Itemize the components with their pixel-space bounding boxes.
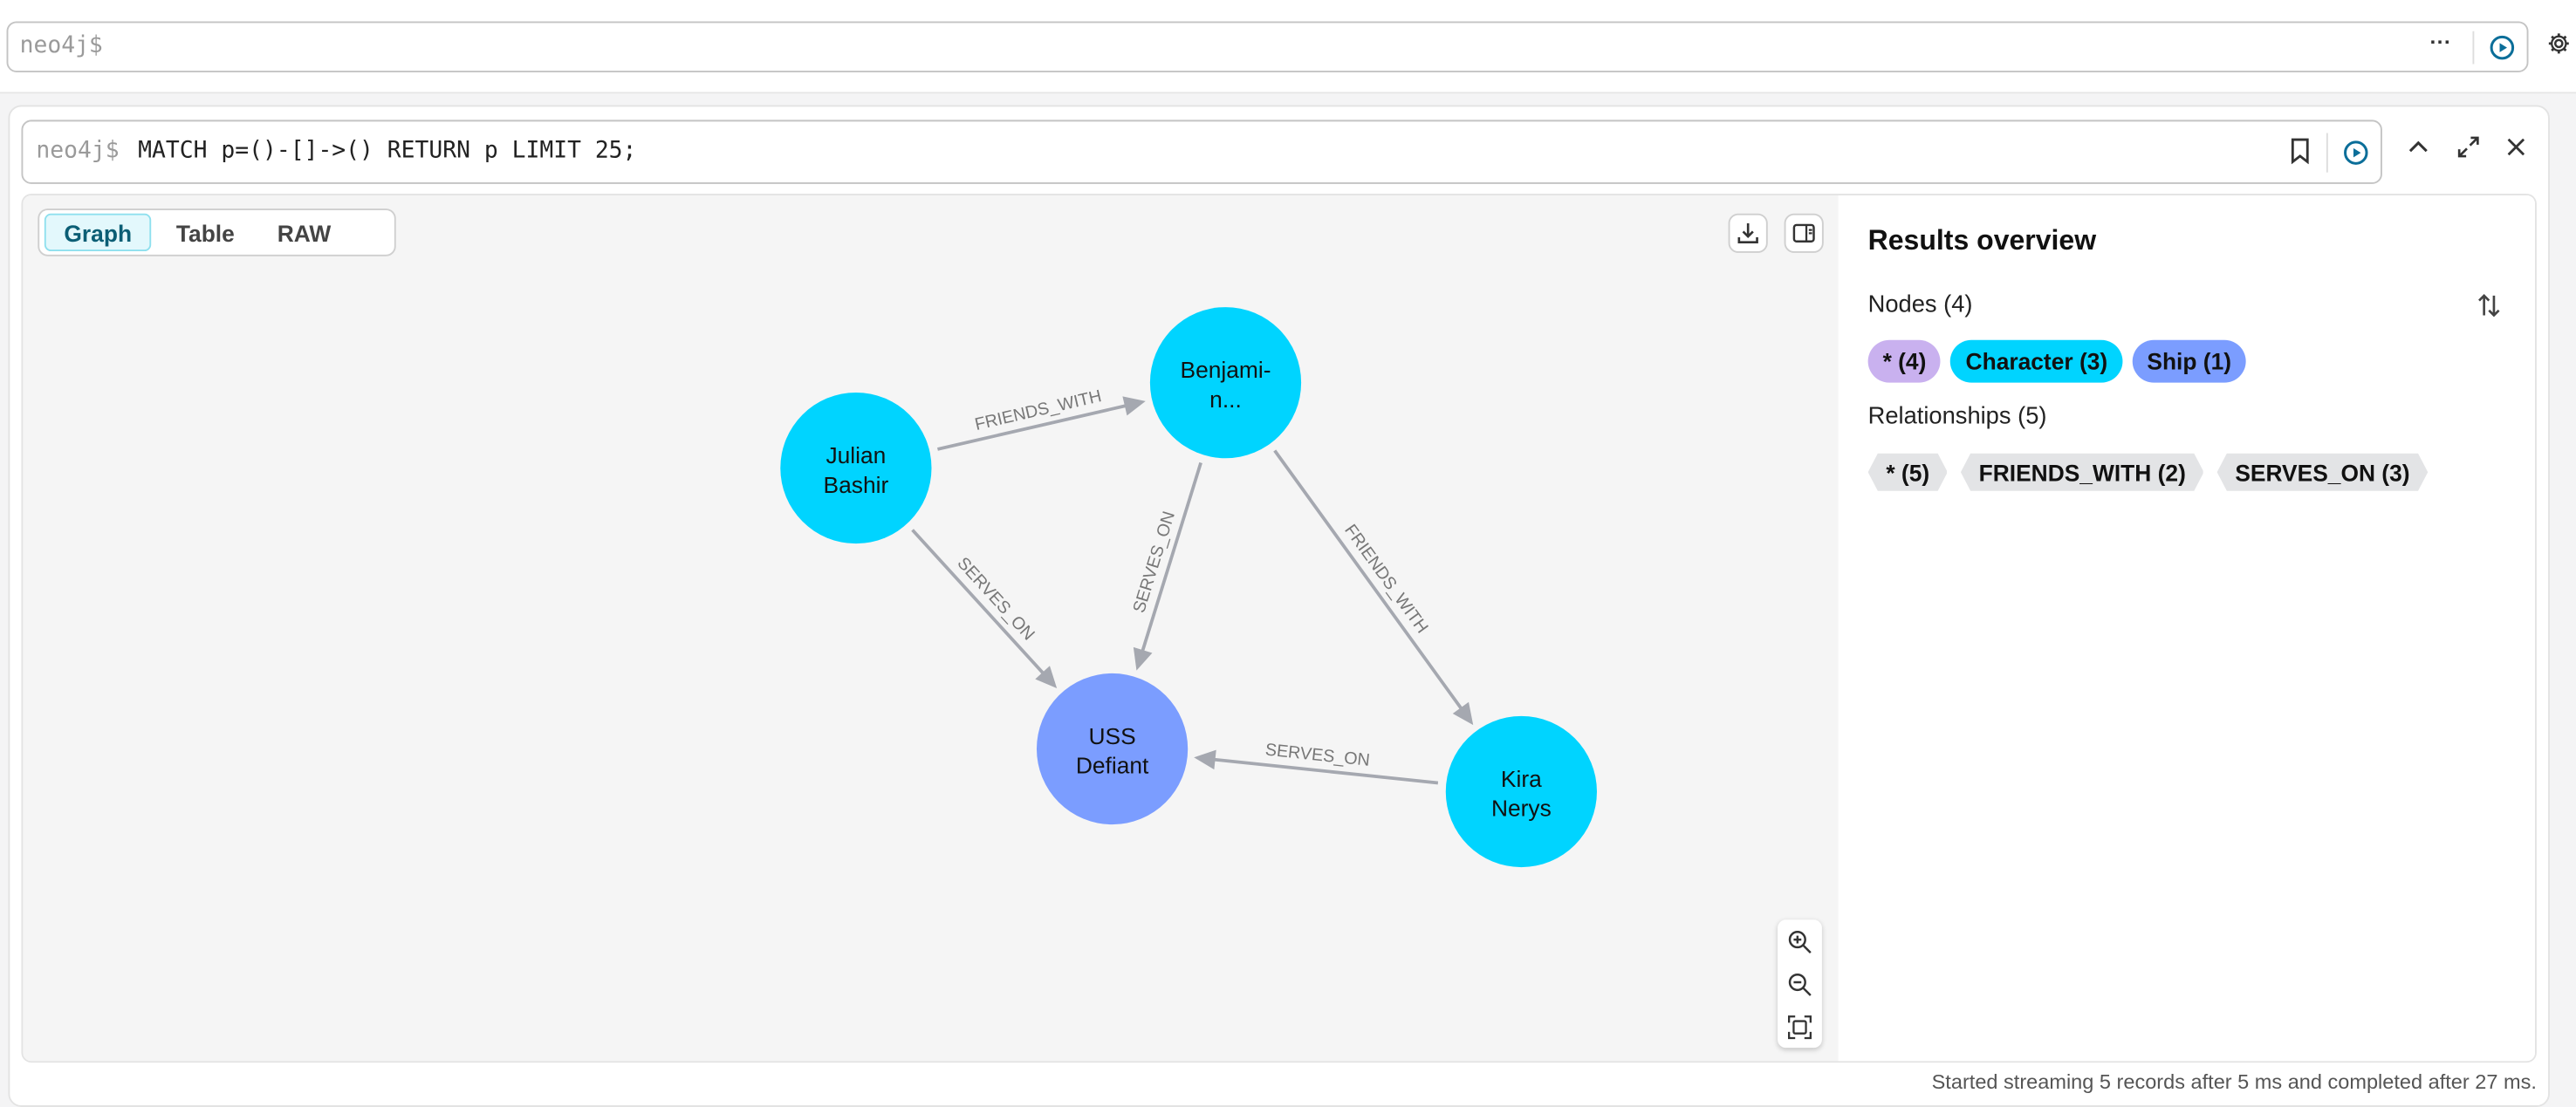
panel-title: Results overview [1867, 224, 2097, 256]
arrowhead-icon [1194, 749, 1216, 770]
zoom-in-icon[interactable] [1787, 929, 1812, 953]
relationship-edge[interactable]: FRIENDS_WITH [1273, 449, 1474, 726]
tab-raw[interactable]: RAW [277, 219, 332, 246]
node-caption-line2: n... [1209, 386, 1242, 413]
relationship-type-chips: * (5) FRIENDS_WITH (2) SERVES_ON (3) [1868, 454, 2442, 491]
relationship-edge[interactable]: SERVES_ON [1129, 461, 1202, 671]
settings-gear-icon[interactable] [2543, 28, 2573, 58]
node-circle [1445, 715, 1597, 868]
node-circle [780, 392, 932, 544]
edge-line [937, 403, 1130, 451]
nodes-heading: Nodes (4) [1867, 292, 1973, 319]
graph-node-benjamin[interactable]: Benjami-n... [1149, 307, 1302, 459]
zoom-controls [1778, 919, 1822, 1049]
edge-line [1209, 757, 1439, 785]
query-text[interactable]: MATCH p=()-[]->() RETURN p LIMIT 25; [138, 138, 637, 165]
toggle-sidebar-button[interactable] [1784, 213, 1824, 253]
edge-label: SERVES_ON [953, 554, 1038, 645]
node-circle [1149, 307, 1302, 459]
node-chip-character[interactable]: Character (3) [1950, 339, 2123, 383]
more-options-icon[interactable]: ··· [2429, 29, 2451, 55]
edge-line [1140, 461, 1202, 656]
relationship-edge[interactable]: FRIENDS_WITH [937, 386, 1146, 451]
rel-chip-serves-on[interactable]: SERVES_ON (3) [2217, 454, 2429, 491]
relationship-edge[interactable]: SERVES_ON [1194, 740, 1439, 785]
node-caption-line2: Bashir [824, 472, 889, 498]
arrowhead-icon [1035, 666, 1058, 688]
edge-label: FRIENDS_WITH [1340, 521, 1432, 637]
sort-icon[interactable] [2474, 290, 2504, 320]
node-label-chips: * (4)Character (3)Ship (1) [1867, 339, 2257, 383]
graph-node-uss[interactable]: USS Defiant [1036, 673, 1189, 825]
tab-table[interactable]: Table [175, 219, 235, 246]
query-prompt: neo4j$ [36, 138, 120, 165]
run-icon[interactable] [2340, 134, 2373, 170]
node-chip-ship[interactable]: Ship (1) [2132, 339, 2246, 383]
node-chip-all[interactable]: * (4) [1867, 339, 1942, 383]
results-overview-panel: Results overview Nodes (4) * (4)Characte… [1838, 195, 2536, 1062]
node-caption-line1: Kira [1501, 766, 1542, 792]
main-query-editor[interactable]: neo4j$ ··· [6, 21, 2529, 72]
tab-graph[interactable]: Graph [44, 213, 152, 252]
arrowhead-icon [1452, 701, 1474, 726]
edge-line [911, 529, 1047, 678]
relationship-edge[interactable]: SERVES_ON [911, 529, 1058, 688]
result-frame: FRIENDS_WITH SERVES_ON SERVES_ON FRIENDS_WI… [21, 194, 2537, 1063]
fit-to-screen-icon[interactable] [1787, 1015, 1812, 1039]
edge-line [1273, 449, 1465, 714]
divider [2326, 133, 2328, 173]
node-caption-line2: Nerys [1491, 796, 1552, 822]
graph-svg[interactable]: FRIENDS_WITH SERVES_ON SERVES_ON FRIENDS_WI… [23, 195, 1838, 1063]
node-caption-line1: USS [1089, 723, 1136, 749]
node-caption-line2: Defiant [1076, 753, 1149, 779]
arrowhead-icon [1133, 646, 1153, 671]
graph-canvas[interactable]: FRIENDS_WITH SERVES_ON SERVES_ON FRIENDS_WI… [23, 195, 1839, 1063]
editor-prompt: neo4j$ [19, 32, 103, 59]
arrowhead-icon [1122, 396, 1146, 416]
view-tabs: Graph Table RAW [38, 208, 396, 256]
rel-chip-friends-with[interactable]: FRIENDS_WITH (2) [1961, 454, 2204, 491]
node-caption-line1: Benjami- [1181, 357, 1271, 383]
fullscreen-expand-icon[interactable] [2453, 132, 2483, 161]
close-icon[interactable] [2500, 132, 2530, 161]
download-button[interactable] [1728, 213, 1768, 253]
zoom-out-icon[interactable] [1787, 972, 1812, 996]
relationships-heading: Relationships (5) [1867, 404, 2047, 431]
rel-chip-all[interactable]: * (5) [1868, 454, 1948, 491]
download-icon [1737, 223, 1758, 244]
status-footer: Started streaming 5 records after 5 ms a… [1931, 1070, 2537, 1094]
run-icon[interactable] [2486, 30, 2519, 65]
divider [2472, 31, 2475, 65]
sidebar-icon [1792, 223, 1815, 243]
node-circle [1036, 673, 1189, 825]
collapse-chevron-up-icon[interactable] [2403, 132, 2433, 161]
query-editor[interactable]: neo4j$ MATCH p=()-[]->() RETURN p LIMIT … [21, 120, 2382, 184]
bookmark-icon[interactable] [2287, 134, 2313, 167]
node-caption-line1: Julian [826, 442, 886, 468]
